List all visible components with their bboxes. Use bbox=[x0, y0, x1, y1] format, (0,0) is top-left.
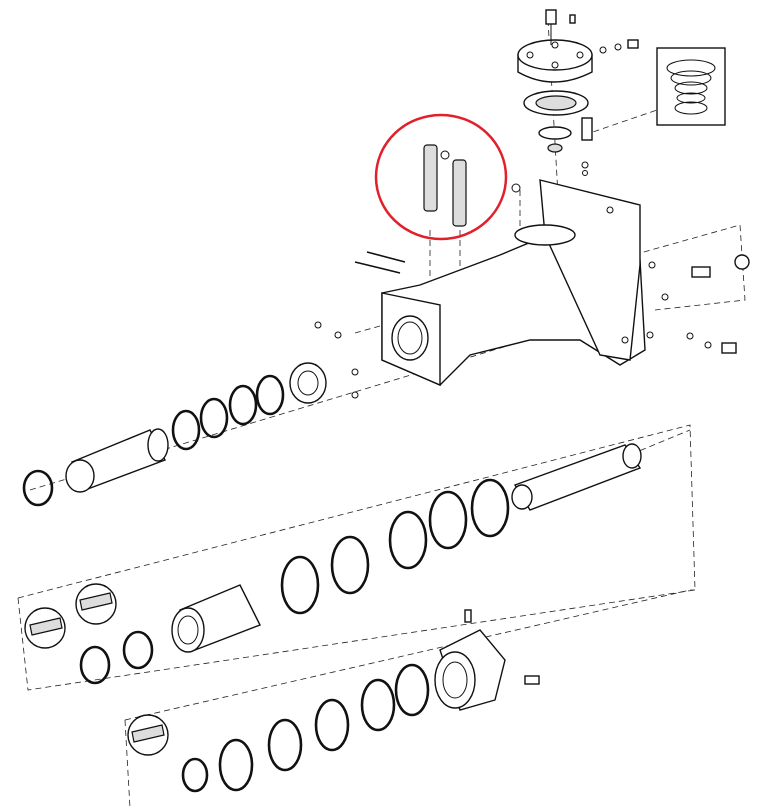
housing-bolts bbox=[314, 183, 750, 399]
front-head bbox=[65, 428, 169, 493]
cap-bolt bbox=[545, 9, 557, 45]
front-seal-ring bbox=[22, 469, 54, 507]
o-rings-row-2 bbox=[280, 478, 510, 615]
small-screw bbox=[569, 14, 576, 24]
spring-inset bbox=[656, 47, 726, 126]
guide-rods bbox=[354, 251, 406, 274]
seal-detail-callouts bbox=[24, 583, 209, 793]
top-cover-plate bbox=[517, 39, 593, 83]
retaining-pins-highlight bbox=[374, 113, 508, 241]
highlight-circle bbox=[374, 113, 508, 241]
seal-disc bbox=[538, 126, 572, 153]
valve-fitting bbox=[581, 117, 593, 141]
o-rings-row-3 bbox=[218, 663, 430, 792]
diaphragm bbox=[523, 90, 589, 116]
small-fittings-top bbox=[581, 39, 639, 176]
o-rings-row-1 bbox=[171, 374, 285, 451]
main-housing bbox=[381, 179, 646, 387]
rear-flange bbox=[434, 609, 540, 711]
cylinder-sleeve bbox=[171, 584, 261, 653]
bushing bbox=[289, 362, 327, 404]
piston bbox=[511, 443, 642, 511]
assembly-boundary-lines bbox=[17, 19, 746, 809]
